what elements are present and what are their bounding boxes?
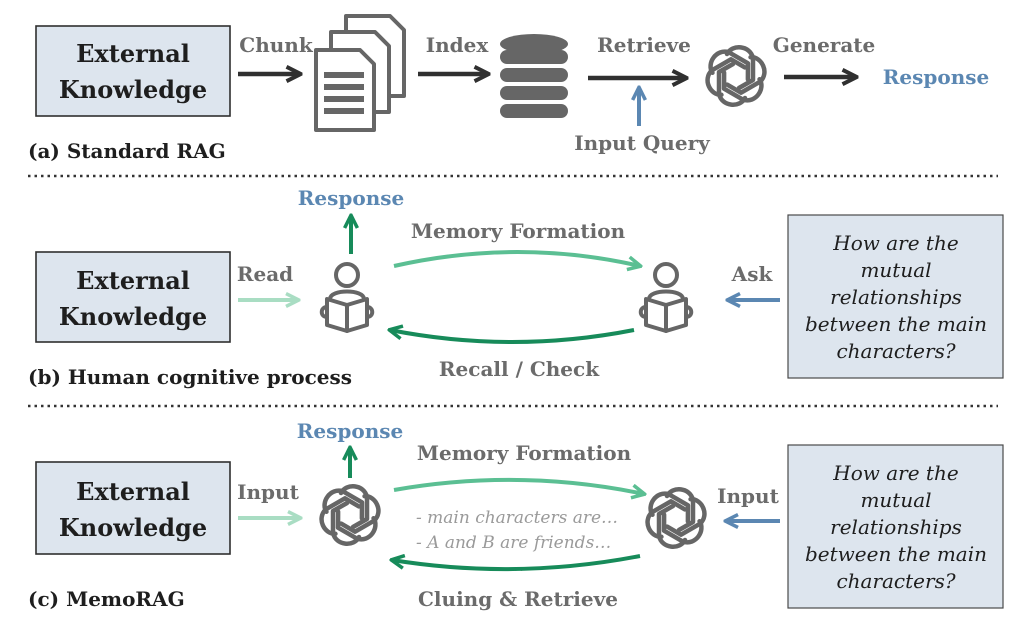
question-line-c-4: between the main bbox=[805, 542, 987, 566]
person-reading-icon bbox=[638, 262, 694, 333]
memory-formation-arrow-c bbox=[393, 477, 644, 494]
openai-logo-icon bbox=[703, 47, 770, 105]
caption-c: (c) MemoRAG bbox=[28, 587, 185, 611]
question-line-c-1: How are the bbox=[832, 461, 958, 485]
question-line-b-4: between the main bbox=[805, 312, 987, 336]
recall-check-label: Recall / Check bbox=[439, 357, 600, 381]
generate-label: Generate bbox=[773, 33, 876, 57]
memory-content-line-3: … bbox=[508, 556, 525, 576]
chunk-label: Chunk bbox=[239, 33, 314, 57]
question-line-c-2: mutual bbox=[860, 488, 931, 512]
external-knowledge-label-c1: External bbox=[76, 477, 190, 506]
openai-logo-icon bbox=[643, 489, 710, 547]
question-box-b bbox=[787, 214, 1004, 379]
response-label-c: Response bbox=[297, 419, 403, 443]
person-reading-icon bbox=[319, 262, 375, 333]
question-line-b-5: characters? bbox=[836, 339, 955, 363]
memory-formation-label-c: Memory Formation bbox=[417, 441, 632, 465]
ask-label: Ask bbox=[731, 262, 774, 286]
response-label-a: Response bbox=[883, 65, 989, 89]
recall-check-arrow bbox=[390, 330, 635, 344]
question-box-c bbox=[787, 444, 1004, 609]
external-knowledge-label-b1: External bbox=[76, 266, 190, 295]
memory-content-line-1: - main characters are… bbox=[416, 508, 618, 528]
question-line-c-3: relationships bbox=[830, 515, 962, 539]
external-knowledge-box-c bbox=[35, 461, 231, 555]
question-line-b-1: How are the bbox=[832, 231, 958, 255]
question-line-c-5: characters? bbox=[836, 569, 955, 593]
documents-icon bbox=[314, 14, 406, 132]
clue-retrieve-label: Cluing & Retrieve bbox=[418, 587, 618, 611]
section-a-standard-rag: External Knowledge Chunk Index Re bbox=[28, 14, 989, 163]
question-line-b-3: relationships bbox=[830, 285, 962, 309]
database-icon bbox=[500, 34, 568, 118]
memory-formation-arrow-b bbox=[393, 250, 640, 266]
caption-a: (a) Standard RAG bbox=[28, 139, 226, 163]
memory-content-line-2: - A and B are friends… bbox=[416, 533, 611, 553]
openai-logo-icon bbox=[317, 486, 384, 544]
input-label-right: Input bbox=[717, 484, 779, 508]
external-knowledge-box-b bbox=[35, 251, 231, 343]
external-knowledge-label-a1: External bbox=[76, 39, 190, 68]
section-b-human-cognitive: External Knowledge Read Response Memory … bbox=[28, 186, 1004, 389]
external-knowledge-label-c2: Knowledge bbox=[59, 513, 207, 542]
external-knowledge-box-a bbox=[35, 25, 231, 117]
index-label: Index bbox=[426, 33, 490, 57]
external-knowledge-label-b2: Knowledge bbox=[59, 302, 207, 331]
response-label-b: Response bbox=[298, 186, 404, 210]
retrieve-label: Retrieve bbox=[597, 33, 691, 57]
caption-b: (b) Human cognitive process bbox=[28, 365, 352, 389]
memory-formation-label-b: Memory Formation bbox=[411, 219, 626, 243]
question-line-b-2: mutual bbox=[860, 258, 931, 282]
section-c-memorag: External Knowledge Input Response Memory… bbox=[28, 419, 1004, 611]
external-knowledge-label-a2: Knowledge bbox=[59, 75, 207, 104]
input-query-label: Input Query bbox=[574, 131, 711, 155]
clue-retrieve-arrow bbox=[392, 556, 641, 572]
input-label-left: Input bbox=[237, 480, 299, 504]
read-label: Read bbox=[237, 262, 293, 286]
